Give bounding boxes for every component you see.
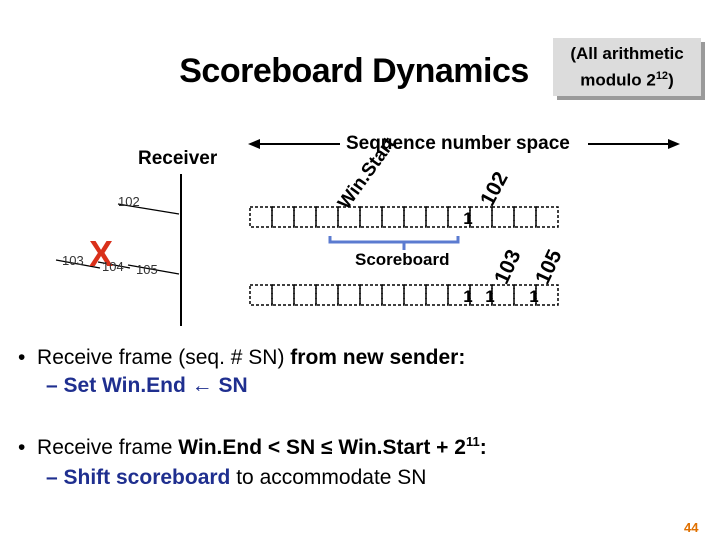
- slide-title: Scoreboard Dynamics: [0, 52, 720, 91]
- row1-sequence-cell: [513, 206, 537, 228]
- row1-sequence-cell: [249, 206, 273, 228]
- frame-arrow-105: [127, 264, 180, 275]
- lost-frame-x-marker: X: [89, 233, 114, 274]
- bullet-2-text-c: :: [479, 436, 487, 459]
- receiver-label: Receiver: [138, 148, 218, 169]
- bullet-dot: •: [18, 436, 38, 459]
- row2-sequence-cell: [293, 284, 317, 306]
- row1-sequence-cell: [271, 206, 295, 228]
- note-line-2-prefix: modulo 2: [580, 70, 656, 90]
- sequence-arrow-left-head: [248, 139, 260, 149]
- row2-sequence-cell: [381, 284, 405, 306]
- bullet-2-sub: – Shift scoreboard to accommodate SN: [46, 466, 426, 490]
- note-line-1: (All arithmetic: [570, 43, 684, 63]
- bullet-2-text-a: Receive frame: [37, 436, 179, 459]
- row2-sequence-cell: [469, 284, 493, 306]
- frame-arrow-104: [97, 261, 131, 269]
- row2-sequence-cell: [337, 284, 361, 306]
- row1-cell-value: 1: [463, 209, 473, 228]
- row1-sequence-cell: [359, 206, 383, 228]
- bullet-2-exponent: 11: [465, 434, 480, 449]
- frame-arrow-103: [55, 259, 101, 269]
- row2-sequence-cell: [425, 284, 449, 306]
- page-number: 44: [684, 520, 699, 535]
- row1-sequence-cell: [469, 206, 493, 228]
- row1-sequence-cell: [381, 206, 405, 228]
- bullet-1-sub: – Set Win.End ← SN: [46, 374, 248, 398]
- bullet-1-text-a: Receive frame (seq. # SN): [37, 346, 291, 369]
- row1-sequence-cell: [491, 206, 515, 228]
- row2-sequence-cell: [535, 284, 559, 306]
- row2-sequence-cell: [513, 284, 537, 306]
- bullet-2: • Receive frame Win.End < SN ≤ Win.Start…: [18, 434, 487, 460]
- frame-label-105: 105: [136, 262, 158, 277]
- row1-sequence-cell: [337, 206, 361, 228]
- scoreboard-bracket: [328, 236, 460, 244]
- row1-sequence-cell: [425, 206, 449, 228]
- sub-dash: –: [46, 374, 64, 397]
- bullet-2-sub-a: Shift scoreboard: [63, 466, 231, 489]
- arithmetic-note-box: (All arithmetic modulo 212): [553, 38, 701, 96]
- row2-cell-value-3: 1: [529, 287, 539, 306]
- note-line-2: modulo 212): [553, 65, 701, 92]
- bullet-1-sub-b: SN: [212, 374, 248, 397]
- frame-arrow-102: [117, 203, 180, 215]
- sequence-arrow-right-head: [668, 139, 680, 149]
- bullet-2-sub-b: to accommodate SN: [230, 466, 427, 489]
- sequence-row-1: [249, 206, 559, 228]
- row1-sequence-cell: [315, 206, 339, 228]
- row1-sequence-cell: [293, 206, 317, 228]
- note-line-2-suffix: ): [668, 70, 674, 90]
- row2-sequence-cell: [491, 284, 515, 306]
- bullet-1: • Receive frame (seq. # SN) from new sen…: [18, 346, 465, 370]
- row2-cell-value-2: 1: [485, 287, 495, 306]
- sub-dash: –: [46, 466, 64, 489]
- sequence-space-label: Sequence number space: [346, 133, 570, 154]
- row2-sequence-cell: [249, 284, 273, 306]
- row2-sequence-cell: [447, 284, 471, 306]
- row1-sequence-cell: [535, 206, 559, 228]
- row2-sequence-cell: [359, 284, 383, 306]
- frame-label-103: 103: [62, 253, 84, 268]
- note-exponent: 12: [655, 69, 669, 82]
- row1-sequence-cell: [403, 206, 427, 228]
- bullet-dot: •: [18, 346, 38, 369]
- left-arrow-icon: ←: [191, 374, 213, 397]
- row2-sequence-cell: [403, 284, 427, 306]
- scoreboard-label: Scoreboard: [355, 250, 450, 269]
- row1-sequence-cell: [447, 206, 471, 228]
- row2-sequence-cell: [315, 284, 339, 306]
- frame-label-102: 102: [118, 194, 140, 209]
- row2-cell-value-1: 1: [463, 287, 473, 306]
- bullet-2-text-b: Win.End < SN ≤ Win.Start + 2: [178, 436, 466, 459]
- slide-title-text: Scoreboard Dynamics: [179, 52, 529, 90]
- bullet-1-sub-a: Set Win.End: [63, 374, 192, 397]
- sequence-row-2: [249, 284, 559, 306]
- row2-sequence-cell: [271, 284, 295, 306]
- frame-label-104: 104: [102, 259, 124, 274]
- bullet-1-text-b: from new sender:: [290, 346, 466, 369]
